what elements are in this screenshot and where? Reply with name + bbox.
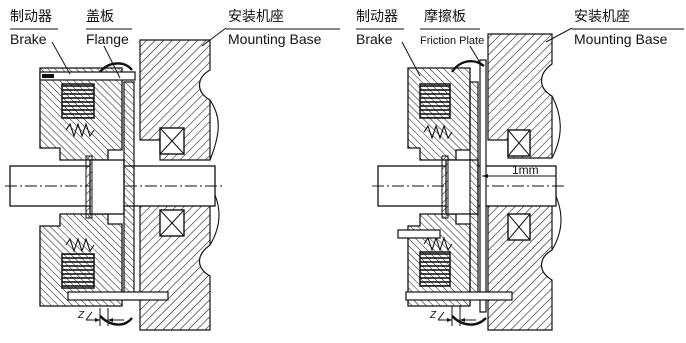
right-friction-plate — [479, 59, 487, 313]
right-plate-en: Friction Plate — [420, 35, 484, 47]
right-bearing-upper — [507, 129, 531, 157]
right-friction-disc — [469, 81, 479, 295]
left-coil-lower — [61, 253, 95, 289]
left-brake-cn: 制动器 — [10, 9, 52, 25]
right-plate-cn: 摩擦板 — [424, 8, 466, 25]
left-brake-en: Brake — [10, 31, 47, 47]
right-bearing-lower — [507, 213, 531, 241]
left-diagram: Z 制动器 Brake 盖板 Flange 安装机座 Mounting Base — [5, 9, 340, 331]
left-spring-lower — [65, 237, 95, 253]
left-bearing-lower — [159, 209, 185, 237]
right-brake-en: Brake — [356, 31, 393, 47]
right-coil-upper — [419, 83, 451, 119]
right-spring-upper — [423, 124, 453, 140]
left-friction-disc — [123, 81, 135, 295]
right-gap-label: 1mm — [512, 163, 539, 177]
left-flange-en: Flange — [86, 31, 129, 47]
right-z-label: Z — [429, 310, 437, 321]
right-brake-cn: 制动器 — [356, 9, 398, 25]
right-mount-cn: 安装机座 — [574, 9, 630, 25]
left-coil-upper — [61, 83, 95, 119]
left-spring-upper — [65, 122, 95, 138]
left-z-label: Z — [77, 310, 85, 321]
left-mount-cn: 安装机座 — [228, 9, 284, 25]
left-mount-en: Mounting Base — [228, 31, 322, 47]
right-mount-en: Mounting Base — [574, 31, 668, 47]
left-bearing-upper — [159, 127, 185, 155]
right-spring-lower — [423, 236, 453, 252]
left-flange-cn: 盖板 — [86, 9, 114, 25]
left-hub — [89, 159, 125, 215]
right-diagram: 1mm Z 制动器 Brake 摩擦板 Friction Plate 安装机座 … — [356, 8, 684, 331]
right-coil-lower — [419, 251, 451, 287]
